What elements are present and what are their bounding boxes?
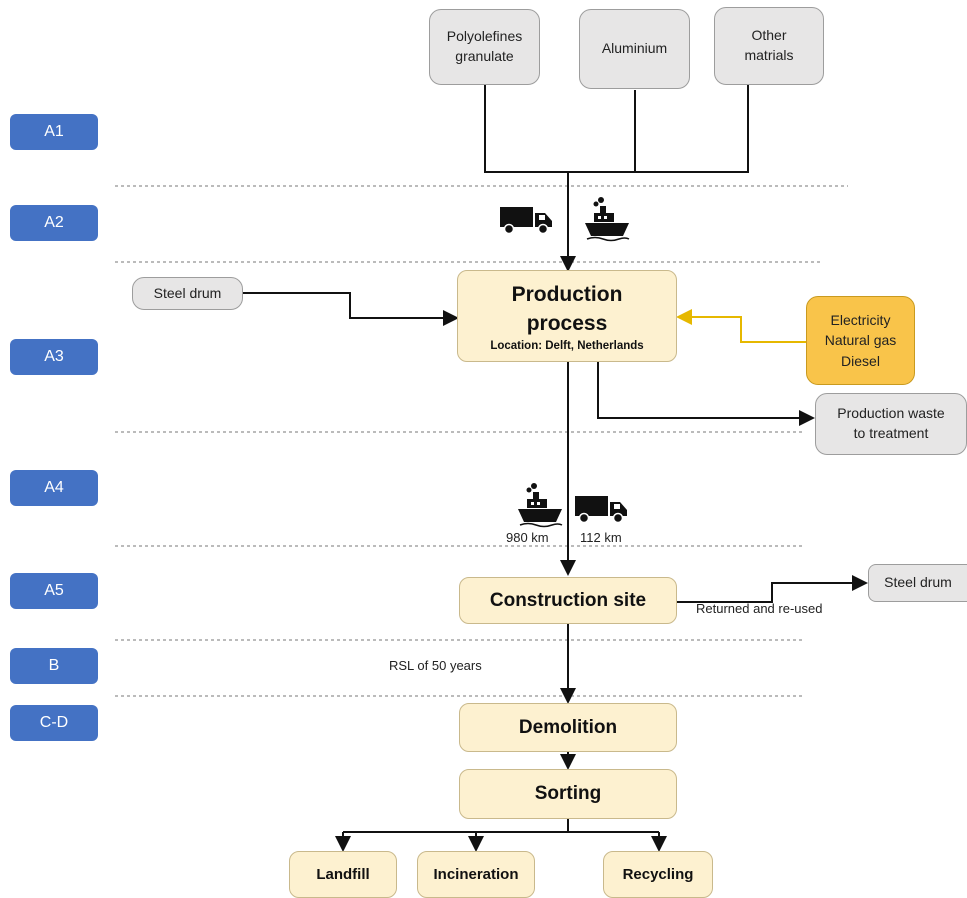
incineration-box: Incineration xyxy=(417,851,535,898)
production-location: Location: Delft, Netherlands xyxy=(490,340,644,353)
energy-arrow xyxy=(676,309,806,343)
aluminium-box: Aluminium xyxy=(579,9,690,89)
recycling-box: Recycling xyxy=(603,851,713,898)
truck-distance-label: 112 km xyxy=(580,530,622,545)
truck-icon-a4 xyxy=(575,496,627,524)
production-process-box: Production process Location: Delft, Neth… xyxy=(457,270,677,362)
production-waste-box: Production waste to treatment xyxy=(815,393,967,455)
construction-site-box: Construction site xyxy=(459,577,677,624)
other-materials-box: Other matrials xyxy=(714,7,824,85)
steel-drum-input-box: Steel drum xyxy=(132,277,243,310)
energy-box: Electricity Natural gas Diesel xyxy=(806,296,915,385)
waste-arrow xyxy=(597,362,815,426)
rsl-label: RSL of 50 years xyxy=(389,658,482,673)
steel-drum-in-arrow xyxy=(243,292,459,326)
ship-icon xyxy=(585,197,630,242)
production-process-title: Production process xyxy=(511,282,623,335)
steel-drum-output-box: Steel drum xyxy=(868,564,967,602)
stage-c-d: C-D xyxy=(10,705,98,741)
demolition-box: Demolition xyxy=(459,703,677,752)
truck-icon xyxy=(500,207,552,235)
steel-drum-out-arrow xyxy=(677,575,868,603)
stage-b: B xyxy=(10,648,98,684)
stage-separators xyxy=(115,185,848,697)
sorting-box: Sorting xyxy=(459,769,677,819)
stage-a1: A1 xyxy=(10,114,98,150)
stage-a2: A2 xyxy=(10,205,98,241)
ship-distance-label: 980 km xyxy=(506,530,549,545)
polyolefines-box: Polyolefines granulate xyxy=(429,9,540,85)
stage-a5: A5 xyxy=(10,573,98,609)
ship-icon-a4 xyxy=(518,483,563,528)
returned-label: Returned and re-used xyxy=(696,601,823,616)
stage-a3: A3 xyxy=(10,339,98,375)
stage-a4: A4 xyxy=(10,470,98,506)
landfill-box: Landfill xyxy=(289,851,397,898)
